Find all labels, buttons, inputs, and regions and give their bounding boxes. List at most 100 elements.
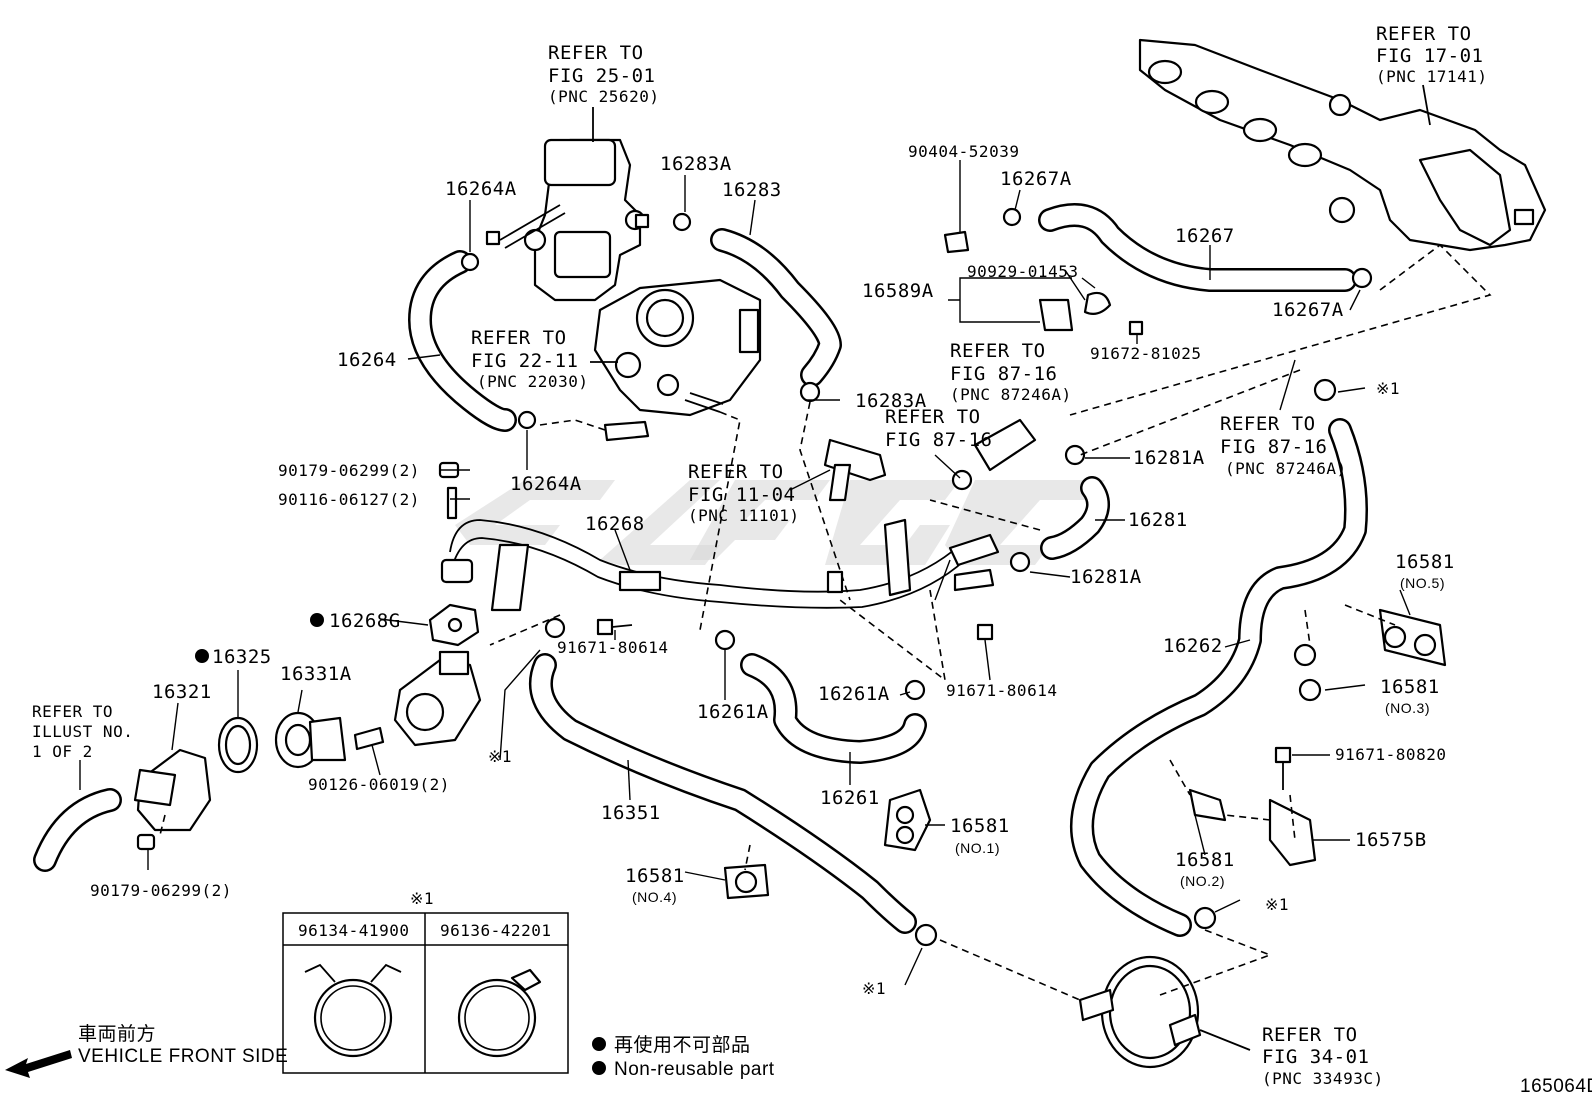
svg-text:(PNC 17141): (PNC 17141) — [1376, 67, 1487, 86]
mark-clip-1: ※1 — [1376, 379, 1400, 398]
svg-text:REFER TO: REFER TO — [548, 42, 644, 64]
svg-text:1 OF 2: 1 OF 2 — [32, 742, 93, 761]
front-direction: 車両前方 VEHICLE FRONT SIDE — [5, 1023, 288, 1078]
front-arrow-icon — [5, 1050, 72, 1078]
throttle-body — [590, 278, 762, 417]
svg-text:REFER TO: REFER TO — [688, 461, 784, 483]
label-16581-no4-sub: (NO.4) — [632, 889, 677, 905]
thermostat-16331A — [274, 711, 347, 769]
part-labels: 16264A 16283A 16283 90404-52039 16267A 1… — [90, 142, 1455, 998]
svg-text:REFER TO: REFER TO — [471, 327, 567, 349]
label-16264A-bot: 16264A — [510, 473, 582, 495]
svg-text:FIG 22-11: FIG 22-11 — [471, 350, 578, 372]
diagram-id: 165064D — [1520, 1076, 1592, 1097]
label-90116: 90116-06127(2) — [278, 490, 420, 509]
mark-clip-4: ※1 — [862, 979, 886, 998]
hose-16261 — [740, 653, 927, 764]
label-16261: 16261 — [820, 787, 880, 809]
label-16261A-b: 16261A — [818, 683, 890, 705]
legend: 再使用不可部品 Non-reusable part — [592, 1034, 774, 1080]
hose-16351 — [528, 653, 917, 934]
label-16267: 16267 — [1175, 225, 1235, 247]
clip-96134-drawing — [304, 963, 402, 1058]
label-90404: 90404-52039 — [908, 142, 1019, 161]
clip-96136-drawing — [457, 968, 542, 1058]
clip-table: ※1 96134-41900 96136-42201 — [282, 889, 569, 1074]
svg-text:FIG 34-01: FIG 34-01 — [1262, 1046, 1369, 1068]
svg-text:ILLUST NO.: ILLUST NO. — [32, 722, 133, 741]
hose-16281 — [1040, 476, 1110, 560]
leaders — [79, 160, 1411, 986]
label-16325: 16325 — [212, 646, 272, 668]
label-16581-no1: 16581 — [950, 815, 1010, 837]
bracket-16575B — [1268, 798, 1317, 867]
throttle-pipe — [603, 420, 650, 442]
non-reusable-dot — [195, 649, 209, 663]
clip-16581-no1 — [883, 788, 932, 852]
mark-clip-2: ※1 — [1265, 895, 1289, 914]
legend-jp: 再使用不可部品 — [614, 1034, 751, 1056]
label-16575B: 16575B — [1355, 829, 1427, 851]
label-16264A-top: 16264A — [445, 178, 517, 200]
svg-text:(PNC 87246A): (PNC 87246A) — [950, 385, 1072, 404]
label-16281A-top: 16281A — [1133, 447, 1205, 469]
ref-manifold: REFER TO FIG 17-01 (PNC 17141) — [1376, 23, 1487, 86]
bracket-16589A — [943, 230, 1144, 336]
svg-text:(PNC 33493C): (PNC 33493C) — [1262, 1069, 1384, 1088]
label-16267A-bot: 16267A — [1272, 299, 1344, 321]
gasket-16325 — [217, 716, 259, 774]
label-90179-top: 90179-06299(2) — [278, 461, 420, 480]
svg-text:FIG 17-01: FIG 17-01 — [1376, 45, 1483, 67]
svg-text:(PNC 11101): (PNC 11101) — [688, 506, 799, 525]
label-16283A-mid: 16283A — [855, 390, 927, 412]
dashed-links — [159, 243, 1492, 1001]
ref-egr-valve: REFER TO FIG 25-01 (PNC 25620) — [548, 42, 659, 106]
svg-text:REFER TO: REFER TO — [1376, 23, 1472, 45]
label-16581-no3: 16581 — [1380, 676, 1440, 698]
ref-throttle: REFER TO FIG 22-11 (PNC 22030) — [471, 327, 588, 391]
label-90126: 90126-06019(2) — [308, 775, 450, 794]
svg-text:REFER TO: REFER TO — [32, 702, 113, 721]
pipe-heater-2 — [973, 418, 1037, 472]
label-16581-no2: 16581 — [1175, 849, 1235, 871]
clip-16581-no4 — [723, 863, 770, 900]
direction-en: VEHICLE FRONT SIDE — [78, 1046, 288, 1067]
non-reusable-dot — [310, 613, 324, 627]
pipe-16268 — [440, 518, 966, 612]
exhaust-manifold — [1138, 38, 1547, 252]
pipe-heater-1 — [823, 438, 887, 594]
label-16283: 16283 — [722, 179, 782, 201]
label-16321: 16321 — [152, 681, 212, 703]
label-16268G: 16268G — [329, 610, 401, 632]
label-16581-no2-sub: (NO.2) — [1180, 873, 1225, 889]
label-16264: 16264 — [337, 349, 397, 371]
label-91671-80614-b: 91671-80614 — [946, 681, 1057, 700]
ref-fig87b: REFER TO FIG 87-16 — [885, 406, 992, 451]
ref-fig34: REFER TO FIG 34-01 (PNC 33493C) — [1262, 1024, 1384, 1088]
label-16581-no4: 16581 — [625, 865, 685, 887]
clip-16581-no5 — [1378, 608, 1447, 667]
label-16351: 16351 — [601, 802, 661, 824]
label-16581-no3-sub: (NO.3) — [1385, 700, 1430, 716]
gasket-16268G — [428, 603, 480, 647]
clip-16581-no2 — [1188, 788, 1227, 822]
ref-fig87a: REFER TO FIG 87-16 (PNC 87246A) — [950, 340, 1072, 404]
svg-text:REFER TO: REFER TO — [950, 340, 1046, 362]
label-90929: 90929-01453 — [967, 262, 1078, 281]
clip-table-col2: 96136-42201 — [440, 921, 551, 940]
ref-illust: REFER TO ILLUST NO. 1 OF 2 — [32, 702, 133, 761]
water-inlet-housing — [393, 650, 482, 747]
svg-text:FIG 87-16: FIG 87-16 — [1220, 436, 1327, 458]
ref-fig87c: REFER TO FIG 87-16 (PNC 87246A) — [1220, 413, 1346, 478]
direction-jp: 車両前方 — [78, 1023, 156, 1045]
svg-text:REFER TO: REFER TO — [1262, 1024, 1358, 1046]
egr-valve — [485, 107, 650, 302]
bolts-91671 — [596, 618, 1292, 790]
ref-fig11: REFER TO FIG 11-04 (PNC 11101) — [688, 461, 799, 525]
svg-text:FIG 87-16: FIG 87-16 — [950, 363, 1057, 385]
label-16581-no5: 16581 — [1395, 551, 1455, 573]
label-91672: 91672-81025 — [1090, 344, 1201, 363]
hose-16267 — [1038, 203, 1357, 292]
label-16331A: 16331A — [280, 663, 352, 685]
